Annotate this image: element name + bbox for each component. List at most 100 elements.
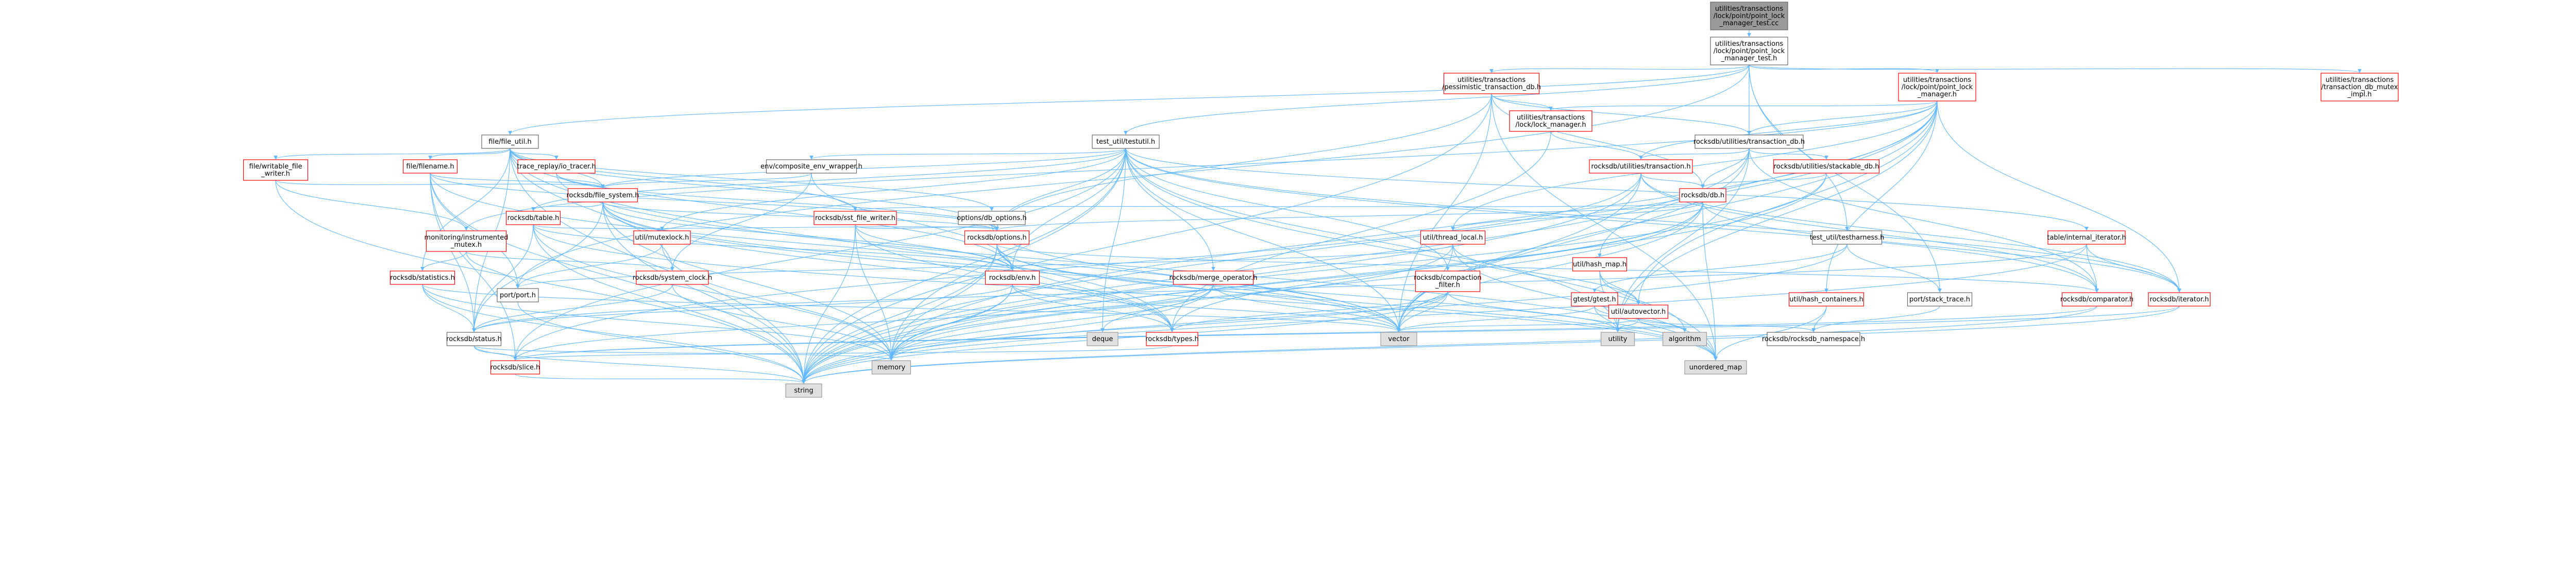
edge-line bbox=[275, 180, 806, 384]
edge-testharness-to-string bbox=[802, 244, 1848, 384]
edge-internal-iterator-to-rdb-status bbox=[472, 244, 2087, 332]
node-box bbox=[490, 360, 540, 375]
edge-merge-operator-to-rdb-slice bbox=[513, 284, 1214, 361]
node-testutil[interactable]: test_util/testutil.h bbox=[1092, 134, 1160, 149]
node-rdb-db[interactable]: rocksdb/db.h bbox=[1679, 188, 1726, 202]
node-rdb-iterator[interactable]: rocksdb/iterator.h bbox=[2148, 292, 2211, 307]
edge-line bbox=[420, 251, 467, 271]
node-rdb-comparator[interactable]: rocksdb/comparator.h bbox=[2060, 292, 2133, 307]
node-txn-db-mutex-impl[interactable]: utilities/transactions/transaction_db_mu… bbox=[2320, 73, 2399, 102]
node-rdb-status[interactable]: rocksdb/status.h bbox=[446, 332, 502, 346]
edge-line bbox=[1701, 148, 1750, 189]
node-stackable-db[interactable]: rocksdb/utilities/stackable_db.h bbox=[1773, 159, 1880, 174]
node-box bbox=[1571, 292, 1618, 307]
edge-rdb-table-to-rdb-status bbox=[472, 224, 534, 332]
node-pess-txn-db[interactable]: utilities/transactions/pessimistic_trans… bbox=[1442, 73, 1541, 94]
node-label: file/writable_file bbox=[249, 163, 302, 171]
edge-line bbox=[1010, 148, 1126, 271]
edge-line bbox=[802, 244, 1848, 384]
node-rdb-types[interactable]: rocksdb/types.h bbox=[1145, 332, 1199, 346]
edge-rdb-txn-db-to-rdb-txn bbox=[1639, 148, 1750, 160]
node-rdb-statistics[interactable]: rocksdb/statistics.h bbox=[389, 270, 455, 285]
edge-testharness-to-stack-trace bbox=[1846, 244, 1942, 293]
edge-merge-operator-to-vector bbox=[1213, 284, 1401, 332]
node-label: rocksdb/comparator.h bbox=[2060, 296, 2133, 303]
edge-testutil-to-deque bbox=[1100, 148, 1126, 332]
node-rdb-options[interactable]: rocksdb/options.h bbox=[964, 230, 1030, 245]
edge-compaction-filter-to-vector bbox=[1397, 291, 1448, 332]
node-plm-test-h[interactable]: utilities/transactions/lock/point/point_… bbox=[1710, 37, 1788, 65]
node-lock-manager[interactable]: utilities/transactions/lock/lock_manager… bbox=[1509, 110, 1592, 132]
edge-line bbox=[533, 224, 893, 361]
edge-testutil-to-vector bbox=[1125, 148, 1401, 332]
node-mutexlock[interactable]: util/mutexlock.h bbox=[633, 230, 691, 245]
node-rdb-table[interactable]: rocksdb/table.h bbox=[505, 211, 561, 225]
node-file-util[interactable]: file/file_util.h bbox=[481, 134, 539, 149]
edge-rdb-system-clock-to-rdb-status bbox=[472, 284, 673, 332]
node-thread-local[interactable]: util/thread_local.h bbox=[1420, 230, 1486, 245]
node-composite-env[interactable]: env/composite_env_wrapper.h bbox=[760, 159, 862, 174]
edge-rdb-txn-to-vector bbox=[1397, 173, 1641, 332]
node-hash-containers[interactable]: util/hash_containers.h bbox=[1788, 292, 1865, 307]
edge-compaction-filter-to-string bbox=[802, 291, 1448, 384]
edge-line bbox=[1811, 306, 1940, 332]
node-label: rocksdb/env.h bbox=[989, 274, 1036, 282]
node-plm-h[interactable]: utilities/transactions/lock/point/point_… bbox=[1898, 73, 1976, 102]
node-box bbox=[871, 360, 911, 375]
node-io-tracer[interactable]: trace_replay/io_tracer.h bbox=[517, 159, 596, 174]
node-rdb-slice[interactable]: rocksdb/slice.h bbox=[490, 360, 540, 375]
node-compaction-filter[interactable]: rocksdb/compaction_filter.h bbox=[1414, 270, 1482, 292]
node-box bbox=[2320, 73, 2399, 102]
node-rdb-system-clock[interactable]: rocksdb/system_clock.h bbox=[633, 270, 713, 285]
node-merge-operator[interactable]: rocksdb/merge_operator.h bbox=[1170, 270, 1258, 285]
edge-line bbox=[1640, 173, 2181, 293]
node-rdb-txn-db[interactable]: rocksdb/utilities/transaction_db.h bbox=[1693, 134, 1805, 149]
node-rdb-namespace[interactable]: rocksdb/rocksdb_namespace.h bbox=[1762, 332, 1865, 346]
edge-file-util-to-string bbox=[510, 148, 806, 384]
node-instrumented-mutex[interactable]: monitoring/instrumented_mutex.h bbox=[425, 230, 509, 252]
edge-hash-map-to-algorithm bbox=[1599, 270, 1687, 332]
node-db-options[interactable]: options/db_options.h bbox=[957, 211, 1027, 225]
node-rdb-env[interactable]: rocksdb/env.h bbox=[985, 270, 1040, 285]
edge-line bbox=[508, 64, 1750, 135]
node-autovector[interactable]: util/autovector.h bbox=[1608, 305, 1669, 319]
node-label: /pessimistic_transaction_db.h bbox=[1442, 83, 1541, 91]
edge-merge-operator-to-string bbox=[802, 284, 1214, 384]
edge-pess-txn-db-to-rdb-options bbox=[995, 93, 1492, 231]
node-label: rocksdb/options.h bbox=[967, 234, 1027, 242]
edge-rdb-statistics-to-string bbox=[422, 284, 806, 384]
node-box bbox=[402, 159, 458, 174]
node-label: _writer.h bbox=[261, 170, 290, 178]
node-label: env/composite_env_wrapper.h bbox=[760, 163, 862, 171]
node-gtest[interactable]: gtest/gtest.h bbox=[1571, 292, 1618, 307]
node-port-h[interactable]: port/port.h bbox=[497, 288, 539, 302]
node-root[interactable]: utilities/transactions/lock/point/point_… bbox=[1710, 2, 1788, 30]
edge-rdb-system-clock-to-memory bbox=[672, 284, 893, 361]
node-box bbox=[1589, 159, 1693, 174]
edge-line bbox=[1616, 100, 1938, 332]
edge-testutil-to-rdb-comparator bbox=[1125, 148, 2099, 293]
edge-line bbox=[602, 201, 999, 231]
edge-line bbox=[889, 244, 997, 361]
edge-line bbox=[1125, 148, 2099, 293]
edge-lock-manager-to-rdb-types bbox=[1170, 131, 1551, 332]
edge-line bbox=[1811, 306, 1827, 332]
edge-line bbox=[1846, 244, 1942, 293]
node-box bbox=[1811, 230, 1883, 245]
edge-filename-to-rdb-slice bbox=[430, 173, 517, 361]
edge-line bbox=[274, 148, 511, 160]
node-testharness[interactable]: test_util/testharness.h bbox=[1810, 230, 1885, 245]
node-writable-file-writer[interactable]: file/writable_file_writer.h bbox=[243, 159, 309, 181]
node-layer: utilities/transactions/lock/point/point_… bbox=[243, 2, 2399, 398]
edge-testutil-to-string bbox=[802, 148, 1126, 384]
node-stack-trace[interactable]: port/stack_trace.h bbox=[1907, 292, 1973, 307]
edge-line bbox=[473, 345, 806, 384]
node-filename[interactable]: file/filename.h bbox=[402, 159, 458, 174]
node-memory: memory bbox=[871, 360, 911, 375]
node-rdb-txn[interactable]: rocksdb/utilities/transaction.h bbox=[1589, 159, 1693, 174]
node-hash-map[interactable]: util/hash_map.h bbox=[1572, 257, 1628, 272]
node-sst-file-writer[interactable]: rocksdb/sst_file_writer.h bbox=[814, 211, 897, 225]
node-internal-iterator[interactable]: table/internal_iterator.h bbox=[2047, 230, 2126, 245]
edge-line bbox=[1616, 318, 1639, 332]
node-file-system[interactable]: rocksdb/file_system.h bbox=[566, 188, 639, 202]
